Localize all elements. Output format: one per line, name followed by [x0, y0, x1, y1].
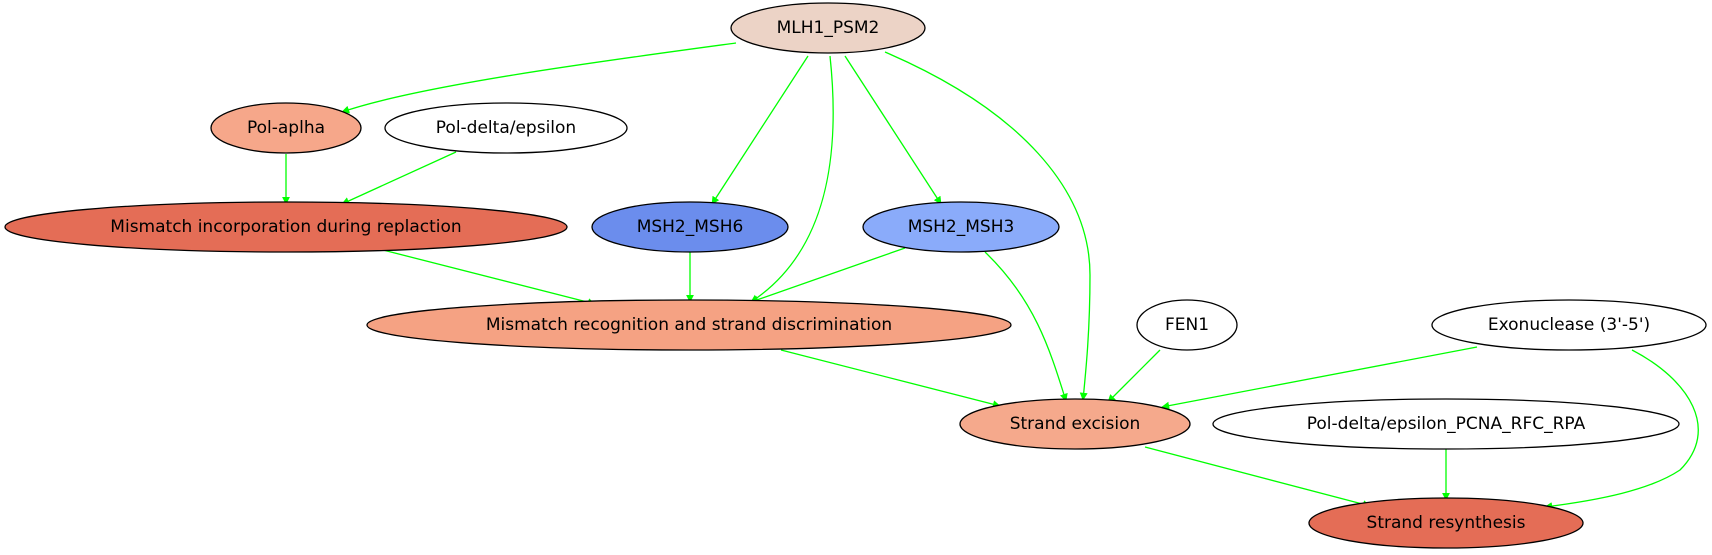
node-label: Pol-delta/epsilon [436, 118, 576, 138]
node-mismatch-recognition[interactable]: Mismatch recognition and strand discrimi… [366, 299, 1012, 351]
edge-strand-exc-strand-res [1144, 446, 1371, 509]
node-strand-resynthesis[interactable]: Strand resynthesis [1308, 497, 1584, 549]
edge-msh2msh3-strand-exc [984, 251, 1068, 402]
node-label: Strand excision [1010, 414, 1141, 434]
edge-mismatch-rec-strand-exc [780, 349, 1001, 409]
node-label: Mismatch incorporation during replaction [110, 217, 461, 237]
node-fen1[interactable]: FEN1 [1136, 299, 1238, 351]
node-mlh1-psm2[interactable]: MLH1_PSM2 [730, 2, 926, 54]
edge-msh2msh3-mismatch-rec [750, 247, 906, 304]
node-exonuclease[interactable]: Exonuclease (3'-5') [1431, 299, 1707, 351]
node-label: Strand resynthesis [1367, 513, 1526, 533]
node-label: MLH1_PSM2 [777, 18, 880, 38]
edge-mismatch-inc-mismatch-rec [382, 249, 596, 307]
node-label: Exonuclease (3'-5') [1488, 315, 1650, 335]
edge-mlh1-strand-exc [884, 51, 1091, 401]
edge-exonuclease-strand-res [1544, 349, 1699, 511]
node-label: MSH2_MSH6 [637, 217, 744, 237]
node-label: Mismatch recognition and strand discrimi… [486, 315, 892, 335]
edge-mlh1-mismatch-rec [750, 55, 834, 303]
edge-mlh1-msh2msh3 [844, 55, 942, 205]
node-pol-delta-epsilon-pcna-rfc-rpa[interactable]: Pol-delta/epsilon_PCNA_RFC_RPA [1212, 398, 1680, 450]
nodes: MLH1_PSM2 Pol-aplha Pol-delta/epsilon Mi… [4, 2, 1707, 549]
edge-mlh1-msh2msh6 [711, 55, 809, 205]
node-label: Pol-aplha [247, 118, 325, 138]
edge-exonuclease-strand-exc [1161, 346, 1478, 410]
edge-poldelta-mismatch-inc [341, 151, 457, 205]
node-msh2-msh3[interactable]: MSH2_MSH3 [862, 201, 1060, 253]
node-pol-aplha[interactable]: Pol-aplha [210, 102, 362, 154]
edges [282, 42, 1699, 511]
node-label: MSH2_MSH3 [908, 217, 1015, 237]
edge-mlh1-polaplha [341, 42, 737, 114]
node-pol-delta-epsilon[interactable]: Pol-delta/epsilon [384, 102, 628, 154]
node-msh2-msh6[interactable]: MSH2_MSH6 [591, 201, 789, 253]
edge-fen1-strand-exc [1107, 349, 1161, 403]
node-strand-excision[interactable]: Strand excision [959, 398, 1191, 450]
node-label: Pol-delta/epsilon_PCNA_RFC_RPA [1307, 414, 1586, 434]
node-label: FEN1 [1165, 315, 1209, 335]
node-mismatch-incorporation[interactable]: Mismatch incorporation during replaction [4, 201, 568, 253]
